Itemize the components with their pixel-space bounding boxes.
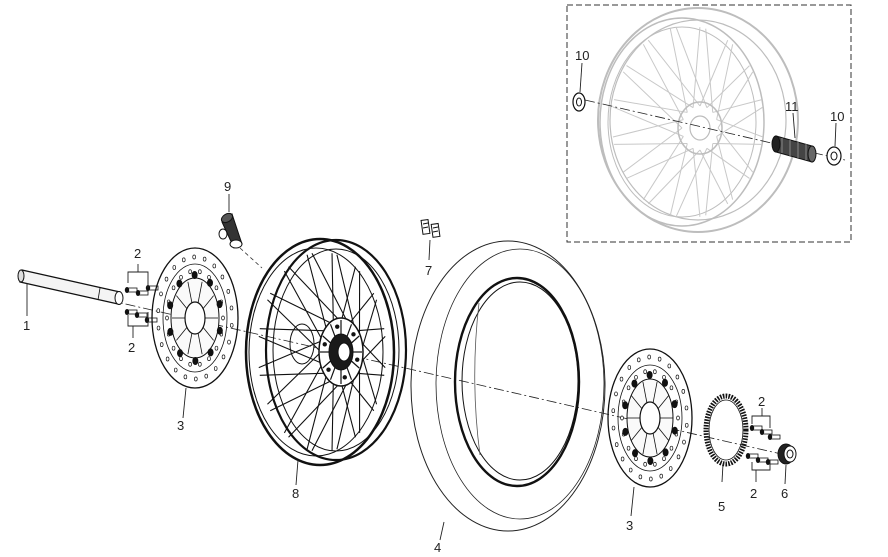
callout-2-lower-right: 2: [750, 486, 757, 501]
callout-11: 11: [785, 99, 799, 114]
callout-8: 8: [292, 486, 299, 501]
callout-1: 1: [23, 318, 30, 333]
front-axle: [17, 269, 124, 305]
spoked-wheel-rim: [244, 237, 408, 467]
callout-7: 7: [425, 263, 432, 278]
callout-3-left: 3: [177, 418, 184, 433]
callout-6: 6: [781, 486, 788, 501]
callout-10-right: 10: [830, 109, 844, 124]
tire: [410, 240, 606, 532]
brake-disc-left: [151, 247, 239, 389]
abs-tone-ring: [703, 393, 749, 467]
inset-spacer: [771, 135, 817, 163]
inset-bearing-right: [826, 146, 842, 166]
balance-weights: [420, 218, 441, 238]
callout-4: 4: [434, 540, 441, 555]
brake-disc-right: [607, 348, 693, 488]
callout-2-lower-left: 2: [128, 340, 135, 355]
callout-9: 9: [224, 179, 231, 194]
callout-2-upper-right: 2: [758, 394, 765, 409]
callout-10-left: 10: [575, 48, 589, 63]
callout-5: 5: [718, 499, 725, 514]
axle-nut: [777, 443, 797, 465]
callout-3-right: 3: [626, 518, 633, 533]
inset-frame: [566, 4, 852, 243]
tire-valve: [218, 212, 243, 249]
disc-bolts-right: [745, 425, 781, 465]
disc-bolts-left: [124, 285, 159, 323]
callout-2-upper-left: 2: [134, 246, 141, 261]
inset-bearing-left: [572, 92, 586, 112]
inset-wheel: [597, 7, 799, 233]
inset-detail: 10 11 10: [566, 4, 852, 243]
